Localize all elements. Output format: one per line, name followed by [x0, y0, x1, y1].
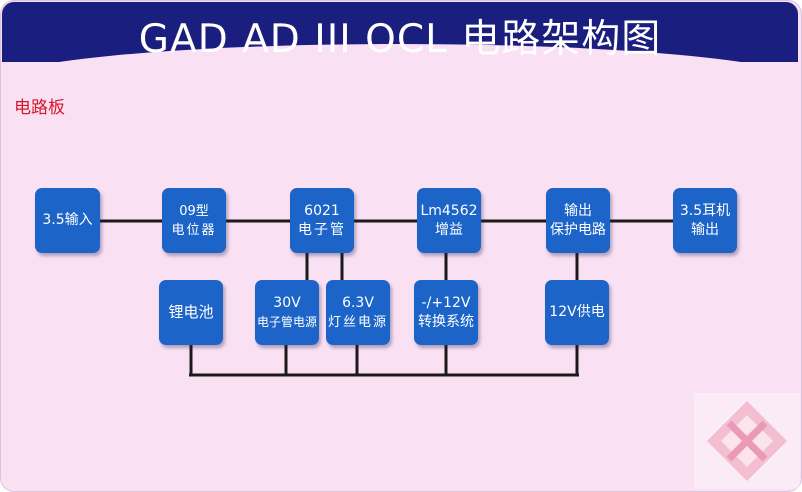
- block-opamp-gain: Lm4562 增益: [417, 188, 481, 253]
- block-supply30-line2: 电子管电源: [256, 314, 317, 329]
- block-filament-supply: 6.3V 灯丝电源: [326, 280, 390, 345]
- circuit-board-label: 电路板: [14, 98, 65, 118]
- block-potentiometer: 09型 电位器: [162, 188, 226, 253]
- block-headphone-output: 3.5耳机 输出: [673, 188, 737, 253]
- block-input-line1: 3.5输入: [42, 212, 93, 228]
- block-filament-line1: 6.3V: [342, 294, 374, 311]
- diagram-title: GAD AD III OCL 电路架构图: [138, 17, 662, 62]
- title-bar: GAD AD III OCL 电路架构图: [2, 2, 798, 62]
- block-output-line1: 3.5耳机: [679, 202, 731, 219]
- block-battery: 锂电池: [159, 280, 223, 345]
- block-tube-supply: 30V 电子管电源: [255, 280, 319, 345]
- block-supply12-line1: 12V供电: [549, 304, 605, 320]
- watermark-logo: [694, 393, 800, 489]
- block-protect-line2: 保护电路: [550, 221, 606, 238]
- block-12v-supply: 12V供电: [545, 280, 609, 345]
- block-input: 3.5输入: [35, 188, 100, 253]
- block-battery-line1: 锂电池: [168, 303, 214, 321]
- block-potentiometer-line2: 电位器: [171, 222, 217, 238]
- block-tube: 6021 电子管: [290, 188, 354, 253]
- block-conv12-line2: 转换系统: [418, 313, 474, 330]
- block-filament-line2: 灯丝电源: [327, 314, 388, 330]
- block-12v-converter: -/+12V 转换系统: [414, 280, 478, 345]
- block-opamp-line2: 增益: [435, 221, 463, 238]
- block-tube-line2: 电子管: [298, 221, 346, 238]
- block-output-line2: 输出: [691, 221, 719, 238]
- block-tube-line1: 6021: [304, 202, 340, 219]
- block-supply30-line1: 30V: [273, 294, 301, 311]
- block-conv12-line1: -/+12V: [421, 294, 471, 311]
- block-output-protection: 输出 保护电路: [546, 188, 610, 253]
- block-potentiometer-line1: 09型: [179, 203, 209, 219]
- block-protect-line1: 输出: [564, 202, 592, 219]
- block-opamp-line1: Lm4562: [420, 202, 478, 219]
